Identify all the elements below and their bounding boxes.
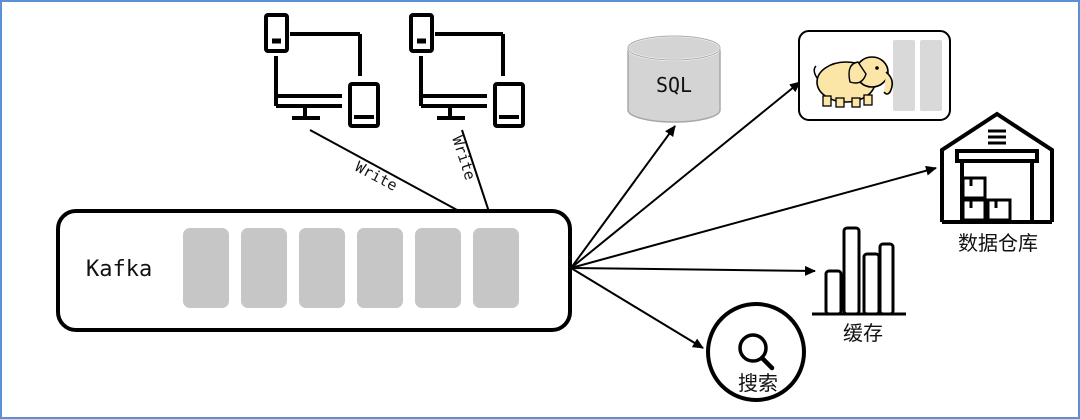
write-label-1: Write xyxy=(352,158,400,195)
arrow-to-sql xyxy=(570,125,676,269)
write-label-2: Write xyxy=(448,134,479,183)
warehouse-icon xyxy=(940,111,1054,224)
kafka-partition xyxy=(299,228,345,308)
kafka-partition xyxy=(357,228,403,308)
search-icon xyxy=(738,333,775,371)
search-circle xyxy=(706,302,806,402)
arrow-to-hadoop xyxy=(570,81,801,269)
kafka-partition xyxy=(473,228,519,308)
output-arrows xyxy=(570,81,937,349)
search-label: 搜索 xyxy=(738,371,778,395)
kafka-partitions xyxy=(183,228,519,308)
database-cylinder-icon xyxy=(627,35,721,123)
bar-chart-icon xyxy=(812,226,906,316)
producer-computer-2-icon xyxy=(409,13,525,128)
cache-label: 缓存 xyxy=(843,321,883,345)
arrow-to-search xyxy=(570,267,704,349)
warehouse-label: 数据仓库 xyxy=(958,231,1038,255)
kafka-partition xyxy=(241,228,287,308)
kafka-partition xyxy=(415,228,461,308)
sql-label: SQL xyxy=(656,73,692,97)
arrow-to-warehouse xyxy=(570,165,937,269)
producer-computer-1-icon xyxy=(264,13,380,128)
kafka-partition xyxy=(183,228,229,308)
hadoop-card xyxy=(798,30,951,121)
kafka-label: Kafka xyxy=(86,257,152,282)
hadoop-elephant-icon xyxy=(813,56,894,108)
arrow-to-cache xyxy=(570,265,816,276)
